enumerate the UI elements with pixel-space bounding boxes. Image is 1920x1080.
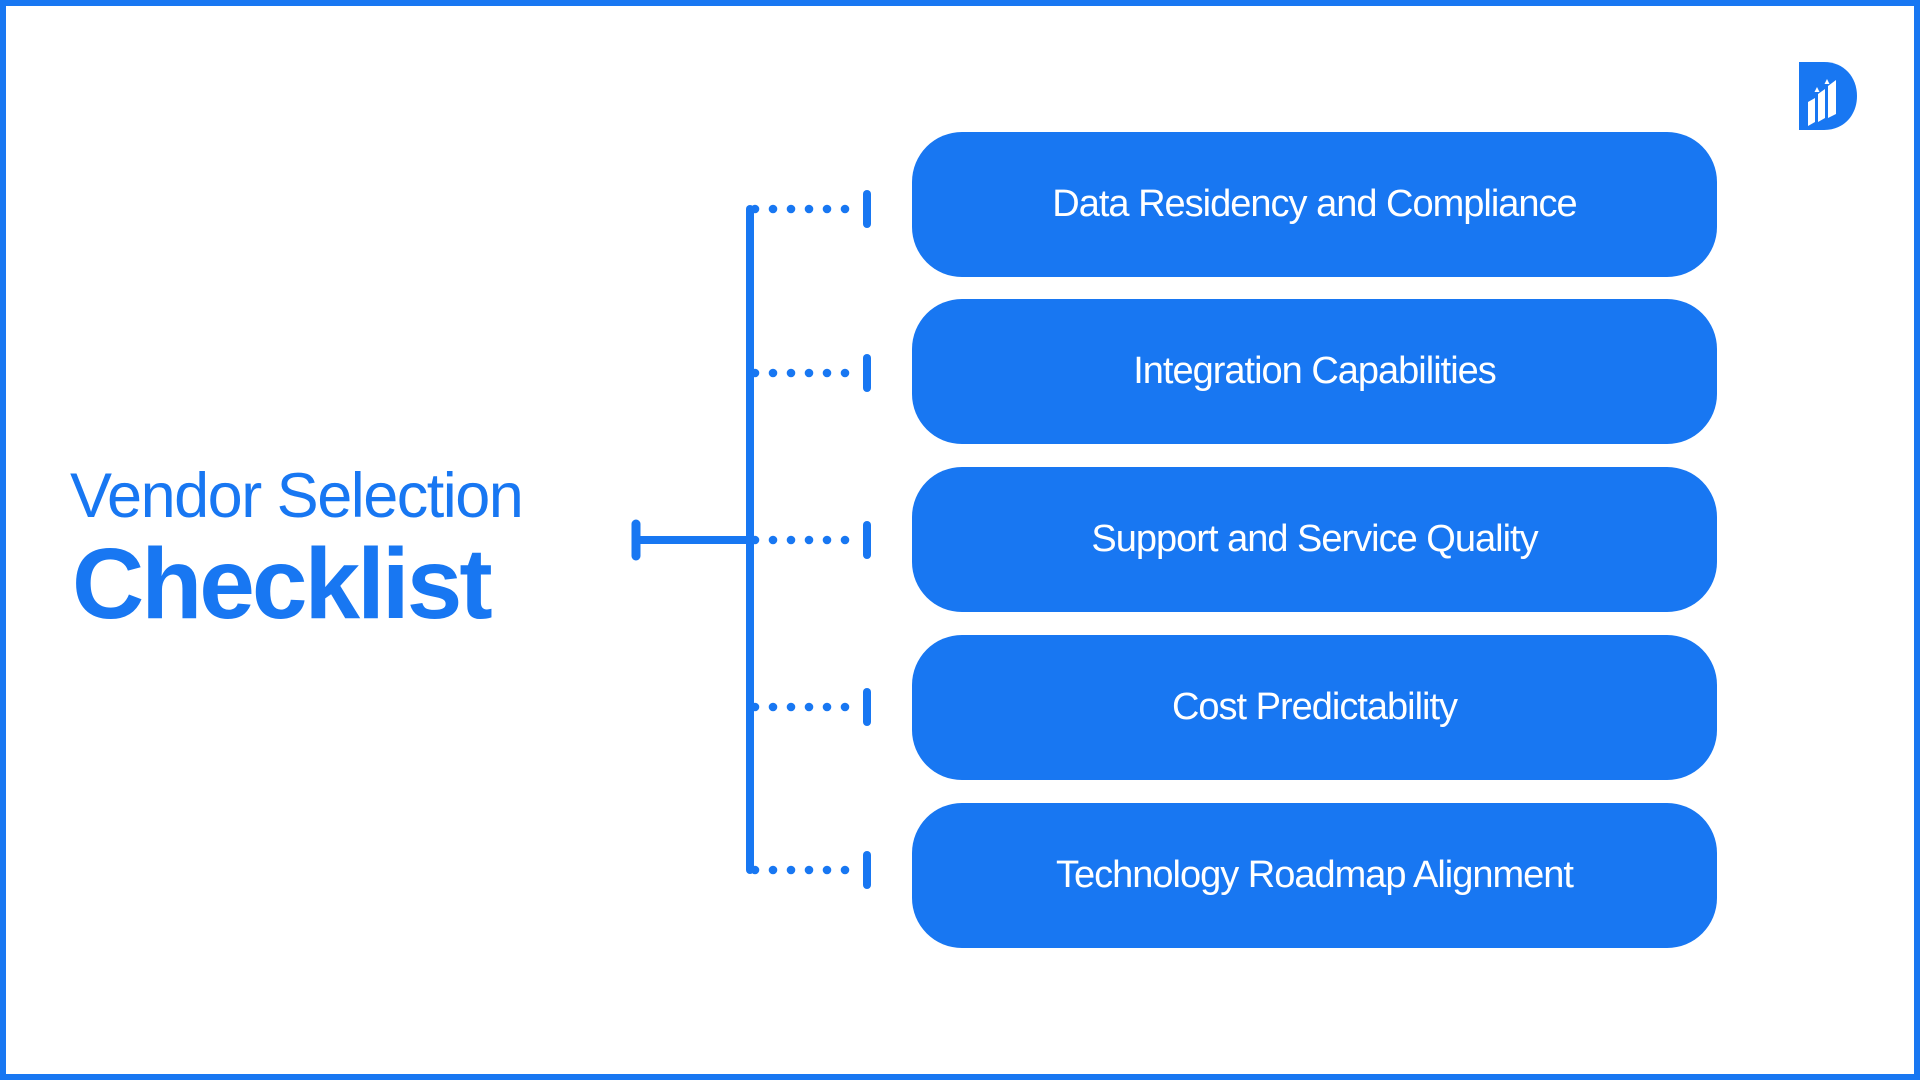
connector-dot xyxy=(804,535,814,545)
title-block: Vendor Selection Checklist xyxy=(70,458,524,640)
connector-dot xyxy=(768,535,778,545)
connector-dot xyxy=(822,702,832,712)
checklist-item: Data Residency and Compliance xyxy=(912,132,1717,277)
connector-dot xyxy=(750,535,760,545)
checklist-item-label: Technology Roadmap Alignment xyxy=(1055,854,1574,896)
connector-dot xyxy=(840,702,850,712)
title-subtitle: Vendor Selection xyxy=(70,461,524,531)
checklist-item: Cost Predictability xyxy=(912,635,1717,780)
checklist-item-label: Support and Service Quality xyxy=(1091,518,1538,560)
connector-dot xyxy=(750,702,760,712)
connector-dot xyxy=(768,702,778,712)
connector-dot xyxy=(822,368,832,378)
connector-dot xyxy=(804,702,814,712)
connector-dot xyxy=(768,368,778,378)
connector-dot xyxy=(840,865,850,875)
connector-dot xyxy=(786,702,796,712)
checklist-item: Integration Capabilities xyxy=(912,299,1717,444)
connector-dot xyxy=(822,535,832,545)
connector-dot xyxy=(768,865,778,875)
brand-logo-icon xyxy=(1798,62,1858,130)
connector-dot xyxy=(804,865,814,875)
connector-dot xyxy=(786,368,796,378)
connector-dot xyxy=(822,865,832,875)
connector-dot xyxy=(750,368,760,378)
connector-dot xyxy=(750,865,760,875)
connector-dot xyxy=(786,865,796,875)
connector-dot xyxy=(750,204,760,214)
connector-dot xyxy=(822,204,832,214)
connector-dot xyxy=(840,368,850,378)
checklist-item: Support and Service Quality xyxy=(912,467,1717,612)
checklist-item: Technology Roadmap Alignment xyxy=(912,803,1717,948)
connector-dot xyxy=(804,368,814,378)
checklist-item-label: Cost Predictability xyxy=(1171,686,1458,728)
checklist-item-label: Integration Capabilities xyxy=(1133,350,1497,392)
title-heading: Checklist xyxy=(72,528,493,640)
checklist-item-label: Data Residency and Compliance xyxy=(1052,183,1577,225)
connector-dot xyxy=(840,535,850,545)
connector-dot xyxy=(786,535,796,545)
connector-dot xyxy=(804,204,814,214)
connector-dot xyxy=(786,204,796,214)
connector-dot xyxy=(768,204,778,214)
connector-dot xyxy=(840,204,850,214)
